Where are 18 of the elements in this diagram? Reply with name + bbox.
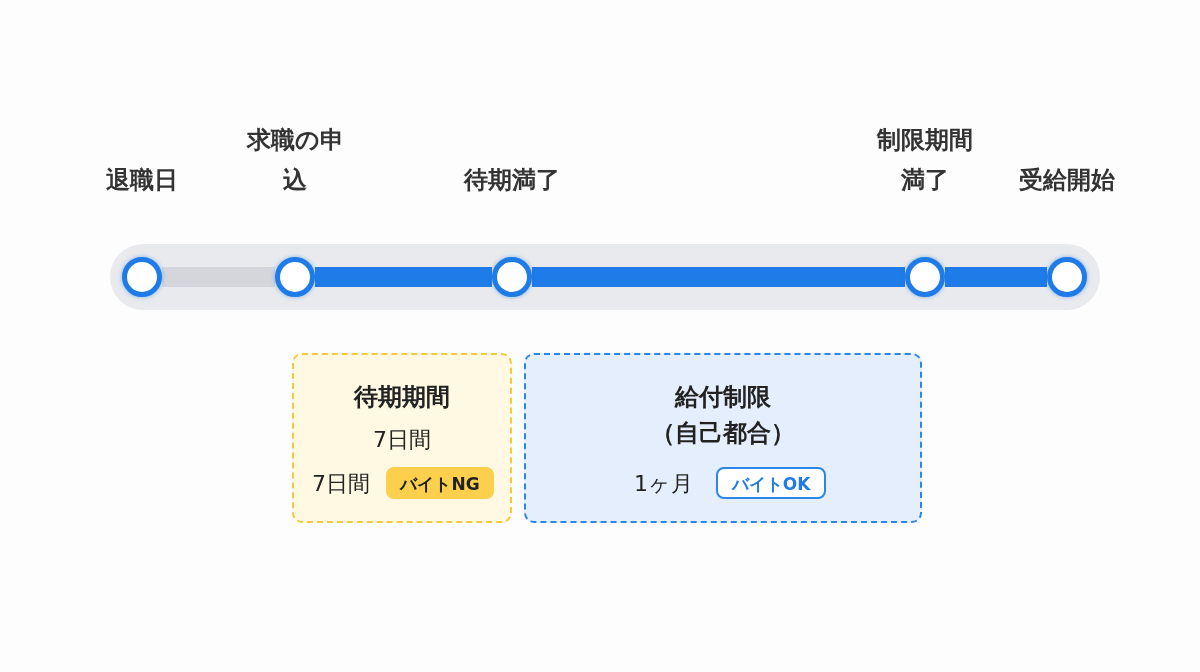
- badge: バイトOK: [716, 467, 826, 499]
- timeline-segment: [315, 267, 492, 287]
- duration-text: 7日間: [372, 426, 432, 454]
- duration-text: 7日間: [312, 470, 370, 498]
- restriction-period-box: [524, 353, 922, 523]
- timeline-segment: [162, 267, 275, 287]
- milestone-label: 退職日: [106, 165, 178, 196]
- milestone-label: 待期満了: [464, 165, 560, 196]
- timeline-segment: [945, 267, 1047, 287]
- timeline-segment: [532, 267, 905, 287]
- milestone-label: 受給開始: [1019, 165, 1115, 196]
- waiting-period-box: [292, 353, 512, 523]
- box-heading: 給付制限（自己都合）: [650, 382, 796, 449]
- duration-text: 1ヶ月: [634, 470, 693, 498]
- milestone-label: 制限期間満了: [875, 125, 974, 196]
- box-heading: 待期期間: [352, 382, 451, 413]
- milestone-label: 求職の申込: [245, 125, 345, 196]
- badge: バイトNG: [386, 467, 494, 499]
